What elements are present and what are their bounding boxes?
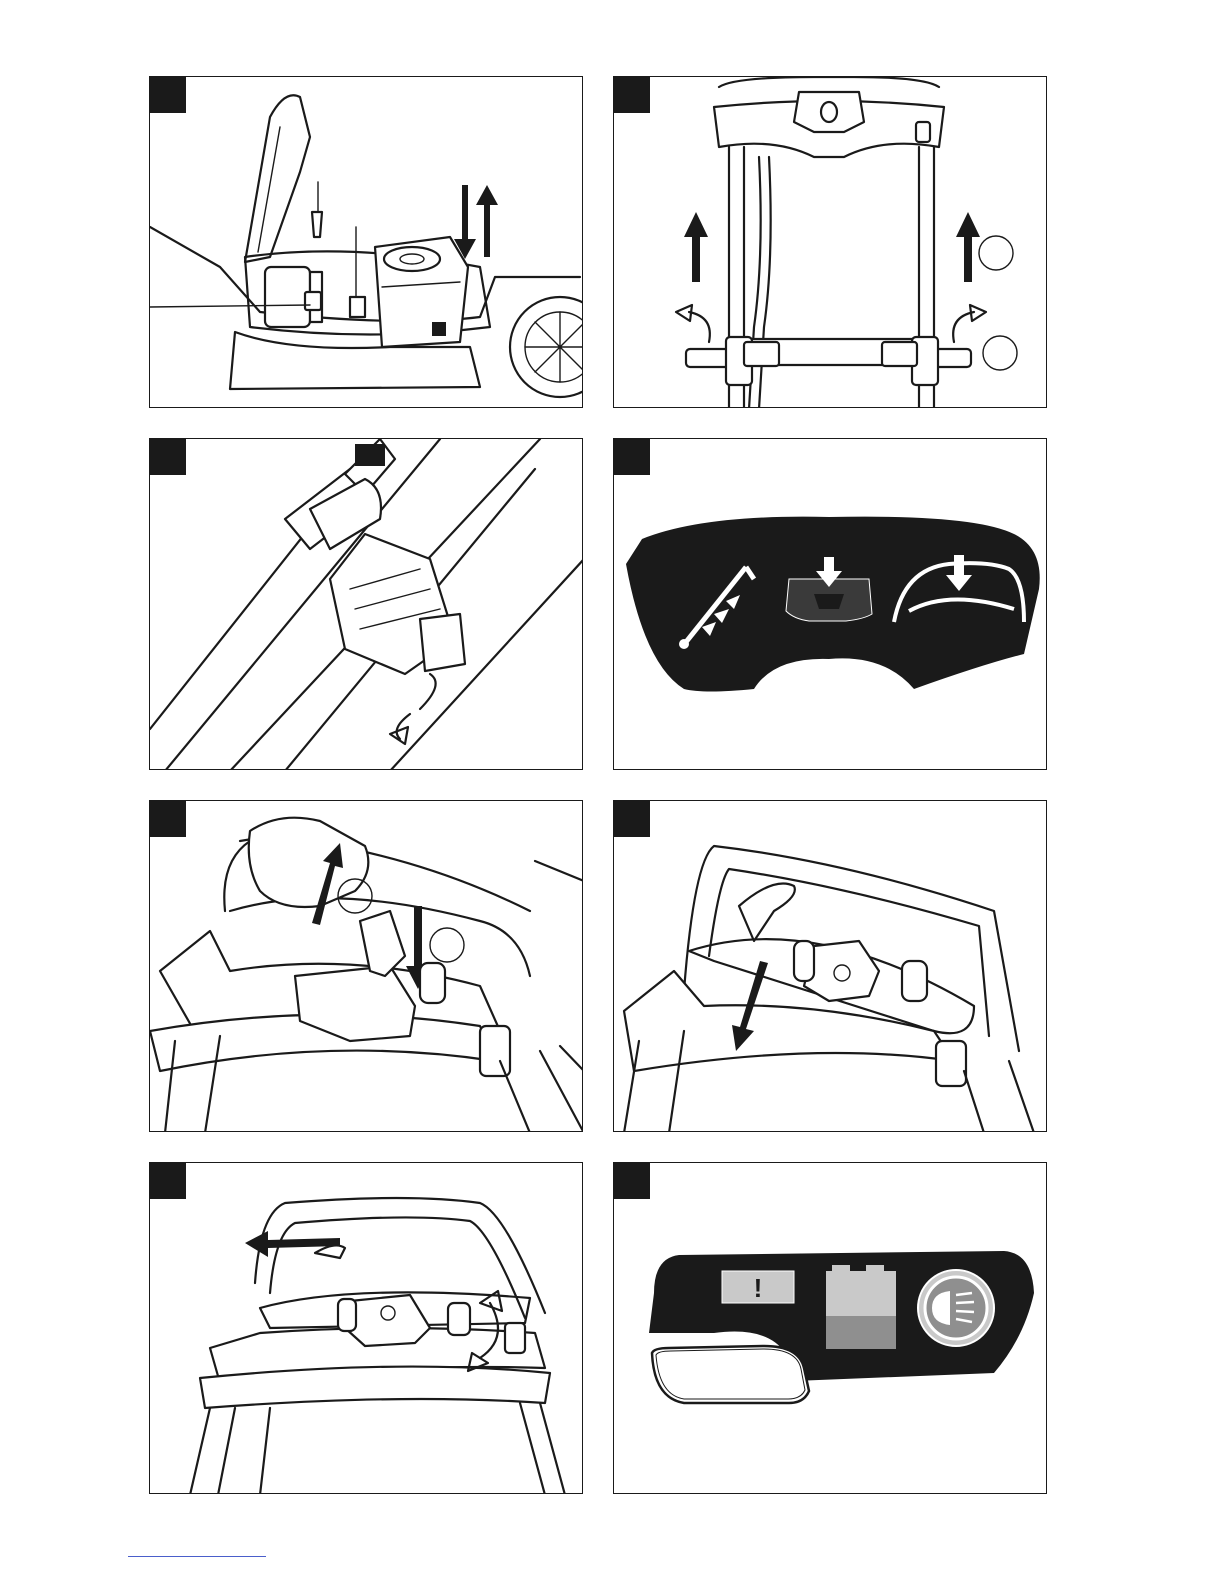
handle-illustration xyxy=(614,77,1047,408)
panel-4 xyxy=(613,438,1047,770)
cable-clip-illustration xyxy=(150,439,583,770)
panel-tab xyxy=(614,439,650,475)
warning-symbol: ! xyxy=(754,1273,763,1303)
panel-tab xyxy=(614,801,650,837)
control-icons-illustration xyxy=(614,439,1047,770)
panel-tab xyxy=(614,77,650,113)
panel-tab xyxy=(150,77,186,113)
panel-1 xyxy=(149,76,583,408)
panel-7 xyxy=(149,1162,583,1494)
panel-8: ! xyxy=(613,1162,1047,1494)
panel-2 xyxy=(613,76,1047,408)
panel-tab xyxy=(150,1163,186,1199)
footer-link-underline xyxy=(128,1556,266,1557)
panel-6 xyxy=(613,800,1047,1132)
indicator-panel-illustration: ! xyxy=(614,1163,1047,1494)
panel-5 xyxy=(149,800,583,1132)
light-button-icon xyxy=(918,1270,994,1346)
start-lever-illustration xyxy=(150,801,583,1132)
panel-tab xyxy=(150,801,186,837)
panel-tab xyxy=(150,439,186,475)
warning-indicator: ! xyxy=(722,1271,794,1303)
battery-illustration xyxy=(150,77,583,408)
panel-3 xyxy=(149,438,583,770)
bail-release-illustration xyxy=(614,801,1047,1132)
handle-fold-illustration xyxy=(150,1163,583,1494)
panel-tab xyxy=(614,1163,650,1199)
battery-level-icon xyxy=(826,1265,896,1349)
